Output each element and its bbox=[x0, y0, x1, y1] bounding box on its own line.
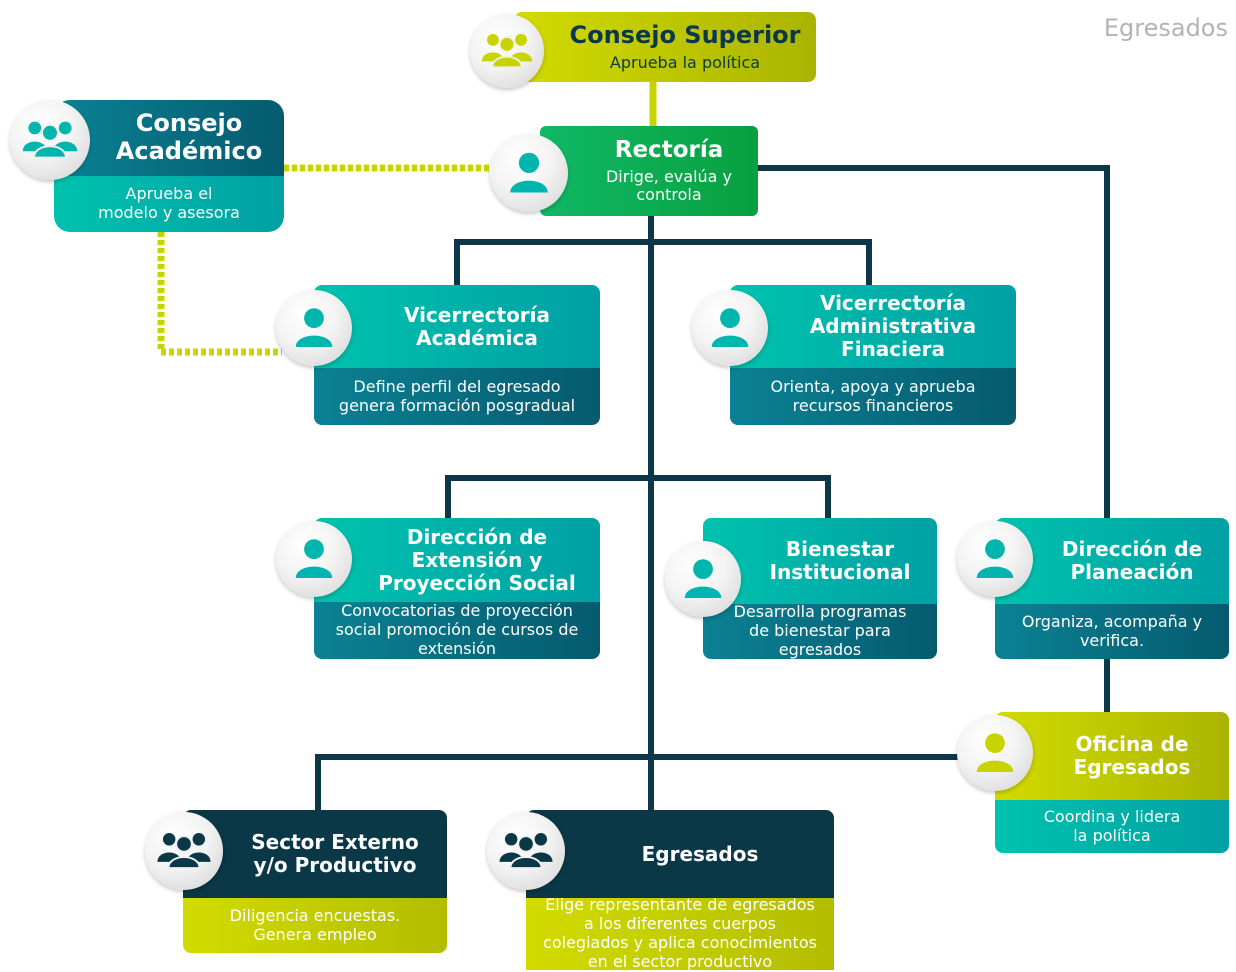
node-description: Define perfil del egresado genera formac… bbox=[314, 368, 600, 425]
person-icon bbox=[665, 541, 741, 617]
person-icon bbox=[490, 134, 568, 212]
node-header: Consejo Académico bbox=[54, 100, 284, 176]
node-description: Aprueba el modelo y asesora bbox=[54, 176, 284, 232]
node-title: Consejo Académico bbox=[115, 109, 263, 165]
node-header: Vicerrectoría Académica bbox=[314, 285, 600, 368]
group-icon bbox=[487, 812, 565, 890]
node-header: Dirección de Extensión y Proyección Soci… bbox=[314, 518, 600, 602]
node-description: Elige representante de egresados a los d… bbox=[526, 895, 834, 971]
node-description: Organiza, acompaña y verifica. bbox=[995, 604, 1229, 659]
node-title: Bienestar Institucional bbox=[769, 537, 911, 584]
node-header: Oficina de Egresados bbox=[995, 712, 1229, 800]
node-title: Oficina de Egresados bbox=[1073, 732, 1191, 779]
node-title: Vicerrectoría Administrativa Finaciera bbox=[809, 291, 977, 361]
node-description: Diligencia encuestas. Genera empleo bbox=[183, 898, 447, 953]
branch-vicerrectorias bbox=[454, 239, 872, 285]
node-title: Consejo Superior bbox=[569, 21, 801, 49]
person-icon bbox=[276, 290, 352, 366]
branch-direcciones bbox=[445, 475, 831, 518]
node-description: Coordina y lidera la política bbox=[995, 800, 1229, 853]
group-icon bbox=[10, 100, 90, 180]
person-icon bbox=[957, 521, 1033, 597]
node-header: Dirección de Planeación bbox=[995, 518, 1229, 604]
node-title: Dirección de Planeación bbox=[1061, 537, 1203, 584]
group-icon bbox=[470, 14, 544, 88]
node-description: Convocatorias de proyección social promo… bbox=[314, 601, 600, 659]
node-title: Dirección de Extensión y Proyección Soci… bbox=[378, 524, 576, 595]
page-corner-label: Egresados bbox=[1103, 14, 1228, 42]
node-description: Dirige, evalúa y controla bbox=[605, 166, 733, 205]
node-header: Bienestar Institucional bbox=[703, 518, 937, 604]
node-title: Rectoría bbox=[614, 137, 724, 164]
link-oficina-sector bbox=[315, 754, 995, 812]
node-title: Sector Externo y/o Productivo bbox=[251, 830, 419, 877]
node-header: Vicerrectoría Administrativa Finaciera bbox=[730, 285, 1016, 368]
node-title: Vicerrectoría Académica bbox=[403, 302, 551, 350]
link-academico-vicerrectoria bbox=[157, 232, 282, 356]
person-icon bbox=[692, 290, 768, 366]
node-description: Orienta, apoya y aprueba recursos financ… bbox=[730, 368, 1016, 425]
person-icon bbox=[276, 521, 352, 597]
node-description: Aprueba la política bbox=[609, 52, 761, 72]
node-header: Egresados bbox=[526, 810, 834, 898]
group-icon bbox=[145, 812, 223, 890]
node-title: Egresados bbox=[641, 841, 759, 866]
person-icon bbox=[957, 715, 1033, 791]
node-description: Desarrolla programas de bienestar para e… bbox=[703, 602, 937, 659]
link-rectoria-planeacion bbox=[758, 165, 1110, 518]
node-header: Sector Externo y/o Productivo bbox=[183, 810, 447, 898]
